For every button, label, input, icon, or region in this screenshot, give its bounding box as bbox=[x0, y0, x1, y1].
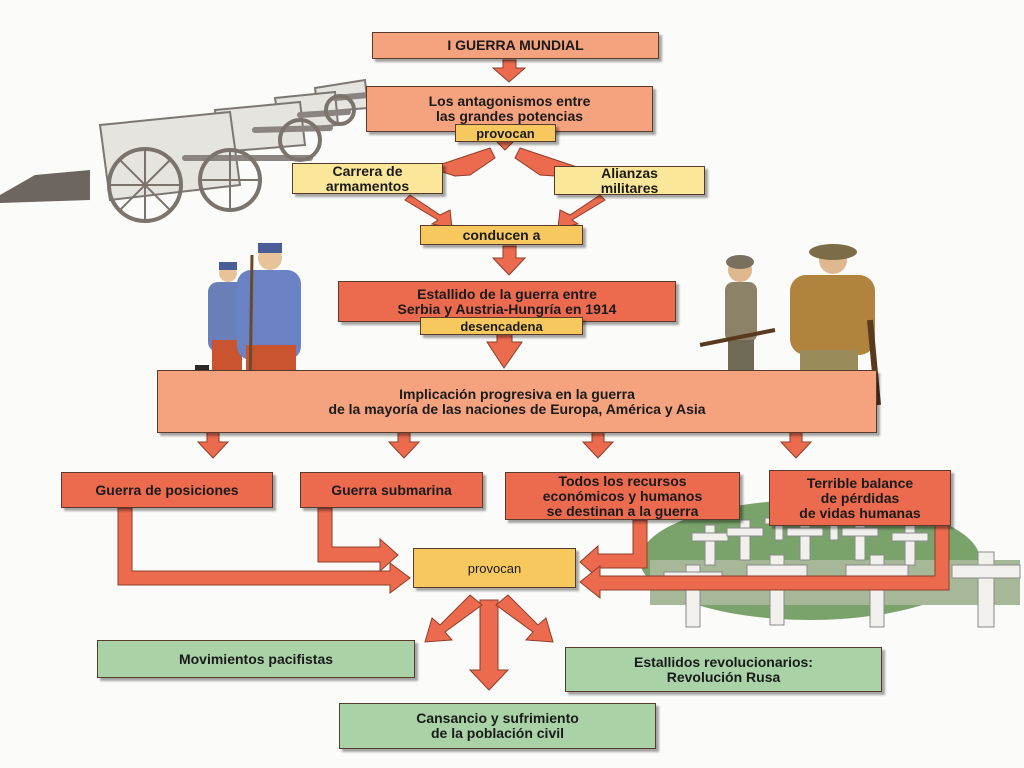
provocan-label-top: provocan bbox=[455, 124, 556, 142]
provocan-label-center: provocan bbox=[413, 548, 576, 588]
arms-race-box: Carrera de armamentos bbox=[292, 163, 443, 194]
conducen-label: conducen a bbox=[420, 225, 583, 245]
resources-box: Todos los recursos económicos y humanos … bbox=[505, 472, 740, 520]
connector-arrows bbox=[196, 59, 813, 459]
human-losses-box: Terrible balance de pérdidas de vidas hu… bbox=[769, 470, 951, 526]
bottom-connector-arrows bbox=[117, 507, 950, 691]
desencadena-label: desencadena bbox=[420, 317, 583, 335]
alliances-box: Alianzas militares bbox=[554, 165, 705, 195]
revolutions-box: Estallidos revolucionarios: Revolución R… bbox=[565, 647, 882, 692]
title-box: I GUERRA MUNDIAL bbox=[372, 32, 659, 59]
submarine-warfare-box: Guerra submarina bbox=[300, 472, 483, 508]
cannon-illustration bbox=[0, 78, 371, 223]
pacifist-movements-box: Movimientos pacifistas bbox=[97, 640, 415, 678]
war-outbreak-box: Estallido de la guerra entre Serbia y Au… bbox=[338, 281, 676, 322]
civilian-suffering-box: Cansancio y sufrimiento de la población … bbox=[339, 703, 656, 749]
progressive-involvement-box: Implicación progresiva en la guerra de l… bbox=[157, 370, 877, 433]
trench-warfare-box: Guerra de posiciones bbox=[61, 472, 273, 508]
